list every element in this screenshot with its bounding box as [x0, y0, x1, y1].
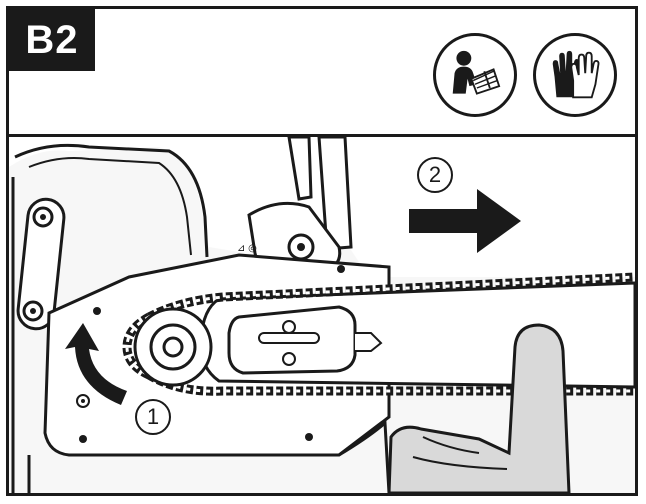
instruction-panel: B2: [6, 6, 638, 496]
gloved-hand: [387, 323, 571, 493]
chainsaw-illustration: ⊿ ◎: [9, 137, 635, 493]
read-manual-icon: [433, 33, 517, 117]
callout-2: 2: [417, 157, 453, 193]
panel-header: B2: [9, 9, 635, 137]
step-badge: B2: [9, 9, 95, 71]
wear-gloves-icon: [533, 33, 617, 117]
svg-text:⊿ ◎: ⊿ ◎: [237, 243, 257, 254]
callout-1: 1: [135, 399, 171, 435]
chainsaw-drawing: ⊿ ◎: [9, 137, 635, 493]
rotate-counterclockwise-arrow: [65, 323, 127, 405]
pull-right-arrow: [409, 189, 521, 253]
